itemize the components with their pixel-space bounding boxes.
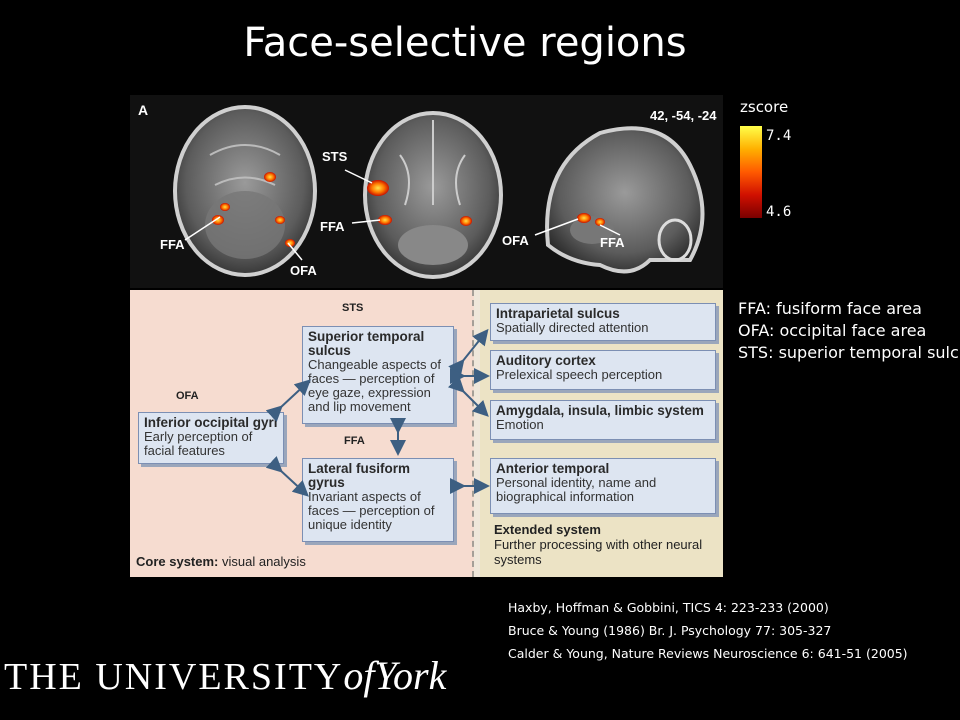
colorbar-min: 4.6 (766, 204, 792, 220)
references: Haxby, Hoffman & Gobbini, TICS 4: 223-23… (508, 596, 908, 665)
box-title: Amygdala, insula, limbic system (496, 403, 704, 418)
tag-ofa: OFA (176, 390, 199, 402)
logo-york: York (374, 653, 447, 698)
label-ffa-coronal: FFA (320, 219, 345, 234)
slide-title: Face-selective regions (243, 20, 687, 66)
tag-sts: STS (342, 302, 364, 314)
logo-the-university: THE UNIVERSITY (4, 656, 344, 698)
box-title: Intraparietal sulcus (496, 306, 620, 321)
box-intraparietal-sulcus: Intraparietal sulcus Spatially directed … (490, 303, 716, 341)
box-title: Inferior occipital gyri (144, 415, 278, 430)
box-title: Auditory cortex (496, 353, 596, 368)
box-desc: Spatially directed attention (496, 320, 649, 335)
panel-letter: A (138, 102, 148, 118)
box-desc: Personal identity, name and biographical… (496, 475, 657, 504)
legend-item-ffa: FFA: fusiform face area (738, 299, 922, 318)
legend-item-ofa: OFA: occipital face area (738, 321, 927, 340)
reference-item: Bruce & Young (1986) Br. J. Psychology 7… (508, 623, 832, 638)
logo-of: of (343, 653, 375, 698)
core-caption-bold: Core system: (136, 554, 219, 569)
abbreviation-legend: FFA: fusiform face area OFA: occipital f… (738, 298, 960, 364)
core-caption-text: visual analysis (222, 554, 306, 569)
reference-item: Haxby, Hoffman & Gobbini, TICS 4: 223-23… (508, 600, 829, 615)
university-of-york-logo: THE UNIVERSITYofYork (4, 652, 446, 699)
extended-caption-bold: Extended system (494, 522, 601, 537)
brain-slices-figure: A 42, -54, -24 FFA OFA STS FFA OFA FFA (130, 95, 723, 288)
box-title: Anterior temporal (496, 461, 610, 476)
box-superior-temporal-sulcus: Superior temporal sulcus Changeable aspe… (302, 326, 454, 424)
box-title: Lateral fusiform gyrus (308, 461, 411, 490)
mni-coordinates: 42, -54, -24 (650, 108, 717, 123)
colorbar-max: 7.4 (766, 128, 792, 144)
legend-item-sts: STS: superior temporal sulcus (738, 343, 960, 362)
label-ofa-sagittal: OFA (502, 233, 529, 248)
box-desc: Prelexical speech perception (496, 367, 663, 382)
box-anterior-temporal: Anterior temporal Personal identity, nam… (490, 458, 716, 514)
box-desc: Early perception of facial features (144, 429, 253, 458)
box-desc: Invariant aspects of faces — perception … (308, 489, 435, 532)
box-desc: Changeable aspects of faces — perception… (308, 357, 441, 414)
extended-system-caption: Extended system Further processing with … (494, 522, 714, 567)
extended-caption-text: Further processing with other neural sys… (494, 537, 703, 567)
box-desc: Emotion (496, 417, 544, 432)
label-ffa-sagittal: FFA (600, 235, 625, 250)
box-title: Superior temporal sulcus (308, 329, 425, 358)
reference-item: Calder & Young, Nature Reviews Neuroscie… (508, 646, 908, 661)
box-amygdala-insula-limbic: Amygdala, insula, limbic system Emotion (490, 400, 716, 440)
face-perception-model-diagram: STS OFA FFA Inferior occipital gyri Earl… (130, 290, 723, 577)
zscore-colorbar (740, 126, 762, 218)
tag-ffa: FFA (344, 435, 365, 447)
label-ofa-axial: OFA (290, 263, 317, 278)
box-auditory-cortex: Auditory cortex Prelexical speech percep… (490, 350, 716, 390)
core-system-caption: Core system: visual analysis (136, 554, 306, 569)
box-lateral-fusiform-gyrus: Lateral fusiform gyrus Invariant aspects… (302, 458, 454, 542)
box-inferior-occipital-gyri: Inferior occipital gyri Early perception… (138, 412, 284, 464)
label-ffa-axial: FFA (160, 237, 185, 252)
label-sts-coronal: STS (322, 149, 348, 164)
colorbar-title: zscore (740, 98, 789, 116)
brain-scan-panel: A 42, -54, -24 FFA OFA STS FFA OFA FFA (130, 95, 723, 288)
